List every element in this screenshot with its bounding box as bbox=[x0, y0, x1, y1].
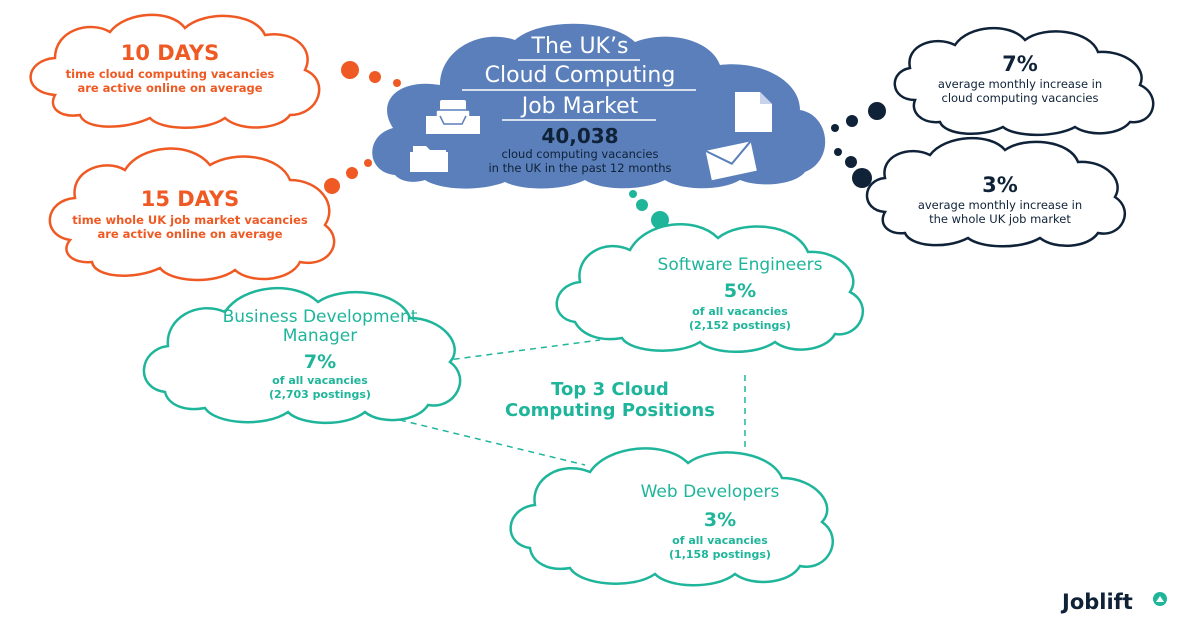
positions-heading-line-1: Top 3 Cloud bbox=[551, 379, 669, 400]
stat-cloud-increase-value: 7% bbox=[1002, 52, 1038, 76]
stat-cloud-days-line-2: are active online on average bbox=[77, 81, 263, 95]
connector-business-software bbox=[409, 339, 601, 366]
cloud-software-engineers bbox=[555, 223, 864, 353]
stat-uk-increase-line-2: the whole UK job market bbox=[929, 212, 1071, 226]
dot bbox=[393, 79, 401, 87]
business-pct: 7% bbox=[303, 351, 337, 373]
stat-cloud-increase-line-1: average monthly increase in bbox=[937, 77, 1103, 91]
title-line-1: The UK’s bbox=[531, 34, 629, 59]
cloud-3-percent bbox=[865, 136, 1127, 248]
software-line-1: of all vacancies bbox=[692, 305, 788, 318]
teal-dots bbox=[629, 190, 669, 229]
cloud-main bbox=[372, 23, 826, 189]
dot bbox=[846, 115, 858, 127]
stat-uk-increase-value: 3% bbox=[982, 173, 1018, 197]
brand-logo: Joblift bbox=[1062, 590, 1133, 614]
folder-icon bbox=[410, 146, 448, 172]
cloud-business-development bbox=[142, 287, 462, 425]
cloud-15-days bbox=[48, 147, 336, 282]
dot bbox=[834, 148, 842, 156]
cloud-web-developers bbox=[509, 447, 834, 587]
main-stat-value: 40,038 bbox=[541, 124, 619, 148]
envelope-icon bbox=[705, 140, 757, 181]
connector-business-web bbox=[399, 419, 586, 466]
dot bbox=[629, 190, 637, 198]
web-line-2: (1,158 postings) bbox=[669, 548, 771, 561]
orange-dots bbox=[324, 61, 401, 194]
stat-uk-increase-line-1: average monthly increase in bbox=[917, 198, 1083, 212]
software-role: Software Engineers bbox=[657, 255, 823, 275]
title-line-2: Cloud Computing bbox=[484, 63, 676, 88]
stat-uk-days-value: 15 DAYS bbox=[140, 187, 240, 211]
main-stat-line-1: cloud computing vacancies bbox=[501, 147, 659, 161]
business-role-line-1: Business Development bbox=[222, 307, 418, 327]
connector-lines bbox=[399, 339, 746, 466]
dot bbox=[831, 124, 839, 132]
cloud-7-percent bbox=[893, 26, 1155, 137]
stat-cloud-days-line-1: time cloud computing vacancies bbox=[65, 67, 275, 81]
title-rules bbox=[462, 59, 696, 121]
dot bbox=[868, 102, 886, 120]
main-stat-line-2: in the UK in the past 12 months bbox=[488, 161, 672, 175]
business-line-1: of all vacancies bbox=[272, 374, 368, 387]
dot bbox=[852, 168, 872, 188]
document-icon bbox=[735, 92, 772, 132]
navy-dots bbox=[831, 102, 886, 188]
dot bbox=[324, 178, 340, 194]
business-line-2: (2,703 postings) bbox=[269, 388, 371, 401]
stat-uk-days-line-1: time whole UK job market vacancies bbox=[72, 213, 308, 227]
software-line-2: (2,152 postings) bbox=[689, 319, 791, 332]
stat-cloud-days-value: 10 DAYS bbox=[120, 41, 220, 65]
cloud-10-days bbox=[29, 13, 321, 129]
web-pct: 3% bbox=[703, 509, 737, 531]
business-role-line-2: Manager bbox=[282, 326, 358, 346]
logo-arrow-icon bbox=[1153, 592, 1167, 606]
software-pct: 5% bbox=[723, 280, 757, 302]
dot bbox=[369, 71, 381, 83]
inbox-tray-icon bbox=[426, 100, 480, 134]
dot bbox=[636, 199, 648, 211]
dot bbox=[651, 211, 669, 229]
dot bbox=[364, 159, 372, 167]
positions-heading-line-2: Computing Positions bbox=[505, 400, 715, 421]
stat-uk-days-line-2: are active online on average bbox=[97, 227, 283, 241]
web-role: Web Developers bbox=[640, 482, 780, 502]
dot bbox=[341, 61, 359, 79]
title-line-3: Job Market bbox=[521, 94, 639, 119]
dot bbox=[346, 167, 358, 179]
dot bbox=[845, 156, 857, 168]
stat-cloud-increase-line-2: cloud computing vacancies bbox=[941, 91, 1099, 105]
web-line-1: of all vacancies bbox=[672, 534, 768, 547]
